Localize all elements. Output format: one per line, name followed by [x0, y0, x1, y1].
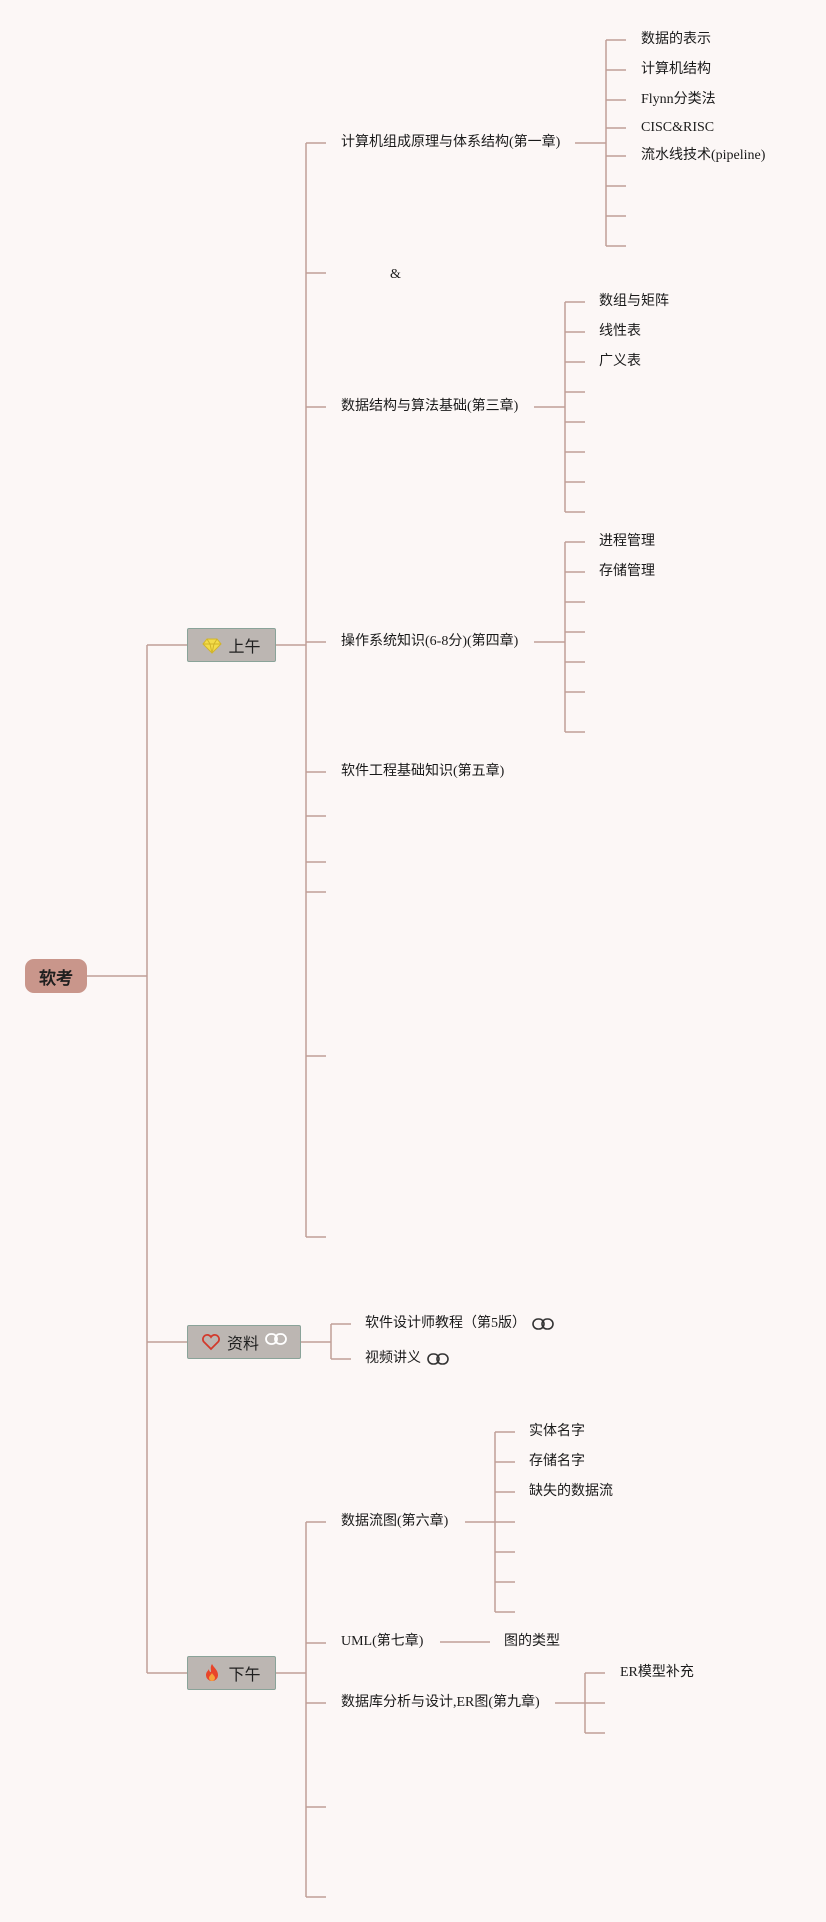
fire-icon: [202, 1663, 222, 1683]
branch-pm-label: 下午: [228, 1665, 261, 1684]
branch-am-label: 上午: [228, 637, 261, 656]
ch6-item[interactable]: 存储名字: [529, 1454, 585, 1469]
heart-icon: [201, 1332, 221, 1352]
topic-ch5[interactable]: 软件工程基础知识(第五章): [341, 764, 505, 779]
branch-ref[interactable]: 资料: [187, 1325, 301, 1359]
ch1-item[interactable]: CISC&RISC: [641, 120, 715, 135]
branch-am[interactable]: 上午: [187, 628, 276, 662]
topic-ch1[interactable]: 计算机组成原理与体系结构(第一章): [341, 135, 561, 150]
ch4-item[interactable]: 进程管理: [599, 534, 655, 549]
branch-ref-label: 资料: [226, 1334, 259, 1353]
topic-ch7[interactable]: UML(第七章): [341, 1634, 424, 1649]
topic-ch9[interactable]: 数据库分析与设计,ER图(第九章): [341, 1695, 540, 1710]
topic-ampersand[interactable]: &: [390, 267, 401, 282]
link-icon[interactable]: [265, 1332, 287, 1352]
ch4-item[interactable]: 存储管理: [599, 564, 655, 579]
topic-ch6[interactable]: 数据流图(第六章): [341, 1514, 449, 1529]
ch3-item[interactable]: 数组与矩阵: [599, 294, 669, 309]
ch7-item[interactable]: 图的类型: [504, 1634, 560, 1649]
ch3-item[interactable]: 线性表: [599, 324, 641, 339]
ch6-item[interactable]: 实体名字: [529, 1424, 585, 1439]
ch1-item[interactable]: 流水线技术(pipeline): [641, 148, 766, 163]
branch-pm[interactable]: 下午: [187, 1656, 276, 1690]
root-label: 软考: [39, 968, 73, 989]
ref-item-textbook[interactable]: 软件设计师教程（第5版）: [365, 1315, 554, 1333]
root-node[interactable]: 软考: [25, 959, 87, 993]
ch9-item[interactable]: ER模型补充: [620, 1665, 694, 1680]
ref-item-video[interactable]: 视频讲义: [365, 1350, 449, 1368]
link-icon[interactable]: [427, 1352, 449, 1366]
ch1-item[interactable]: Flynn分类法: [641, 92, 716, 107]
link-icon[interactable]: [532, 1317, 554, 1331]
ch3-item[interactable]: 广义表: [599, 354, 641, 369]
ch6-item[interactable]: 缺失的数据流: [529, 1484, 613, 1499]
ch1-item[interactable]: 数据的表示: [641, 32, 711, 47]
ch1-item[interactable]: 计算机结构: [641, 62, 711, 77]
topic-ch4[interactable]: 操作系统知识(6-8分)(第四章): [341, 634, 519, 649]
diamond-icon: [202, 635, 223, 655]
topic-ch3[interactable]: 数据结构与算法基础(第三章): [341, 399, 519, 414]
